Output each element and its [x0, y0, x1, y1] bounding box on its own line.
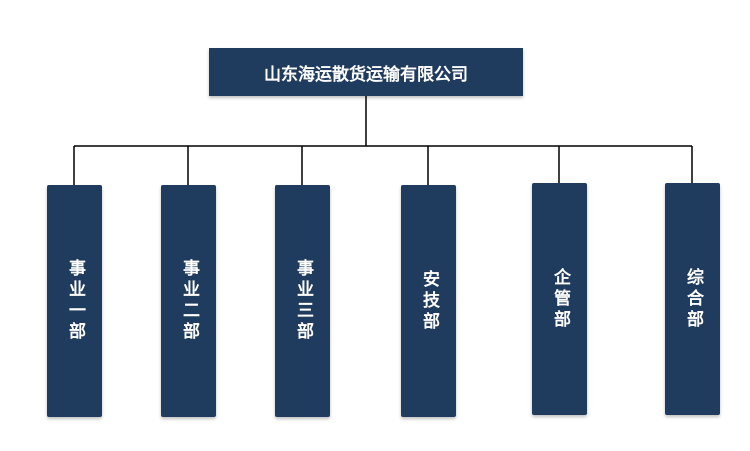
department-label: 事业二部 — [179, 259, 199, 343]
department-label: 综合部 — [683, 267, 703, 331]
department-node-5: 企管部 — [532, 183, 587, 415]
department-node-3: 事业三部 — [275, 185, 330, 417]
company-root-node: 山东海运散货运输有限公司 — [209, 48, 523, 96]
department-node-1: 事业一部 — [47, 185, 102, 417]
department-label: 事业三部 — [293, 259, 313, 343]
department-label: 事业一部 — [65, 259, 85, 343]
department-label: 安技部 — [419, 269, 439, 333]
department-label: 企管部 — [550, 267, 570, 331]
department-node-2: 事业二部 — [161, 185, 216, 417]
department-node-6: 综合部 — [665, 183, 720, 415]
department-node-4: 安技部 — [401, 185, 456, 417]
company-name: 山东海运散货运输有限公司 — [264, 64, 468, 85]
